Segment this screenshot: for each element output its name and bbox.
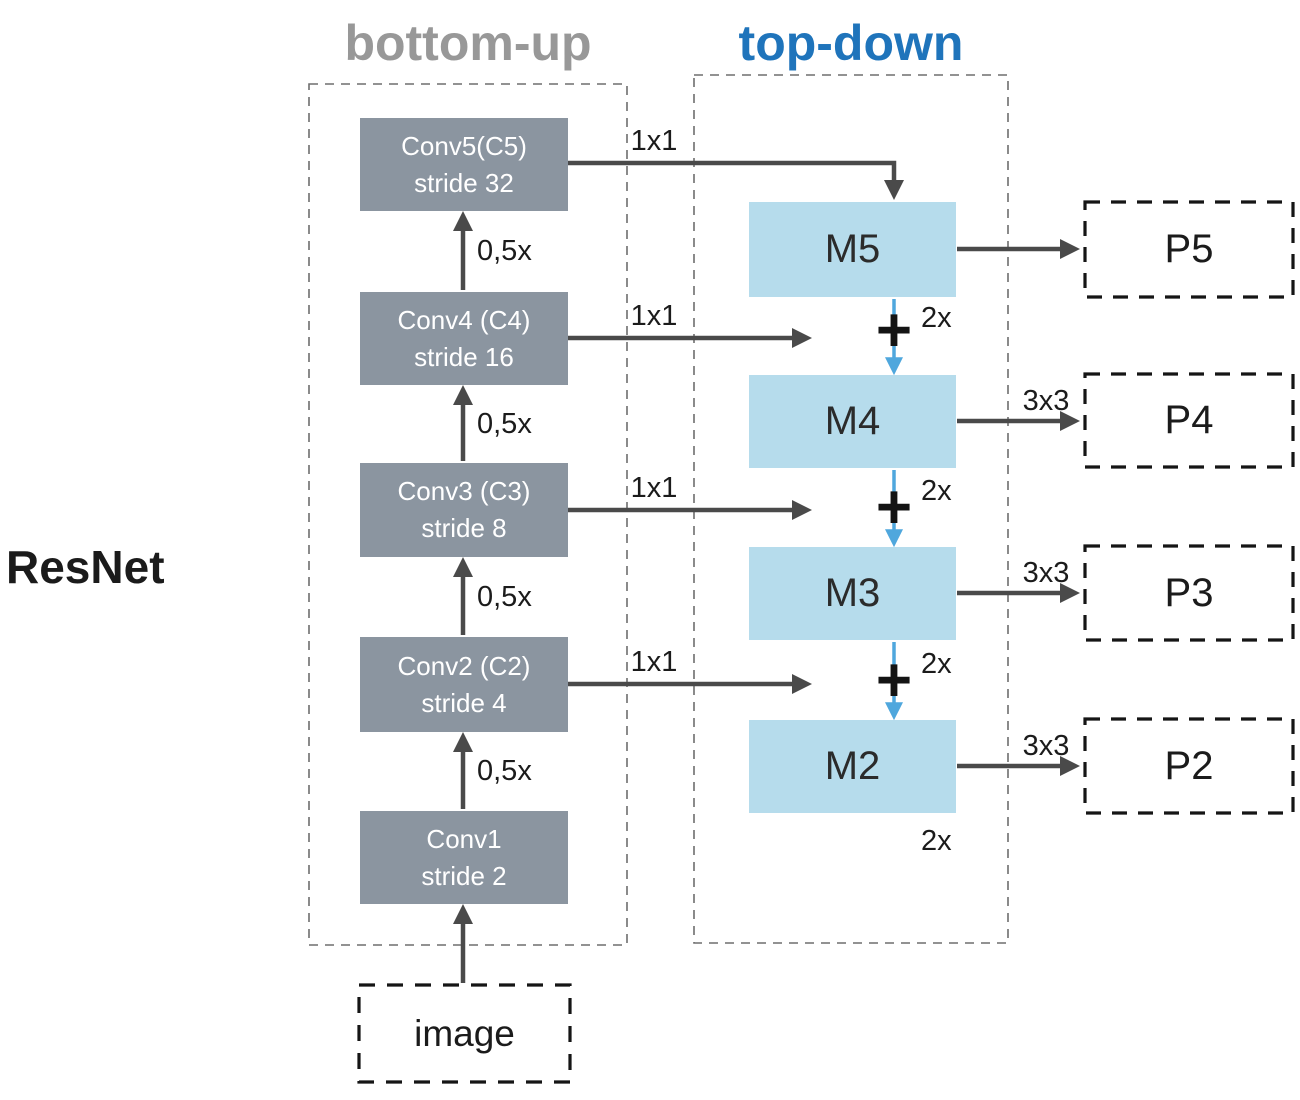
conv1-name: Conv1 bbox=[426, 823, 502, 854]
conv4-name: Conv4 (C4) bbox=[397, 304, 531, 335]
conv5-name: Conv5(C5) bbox=[401, 130, 527, 161]
conv3-name: Conv3 (C3) bbox=[397, 476, 531, 506]
lateral-label-c4: 1x1 bbox=[630, 300, 678, 332]
arrow-conv5-lateral-to-m5 bbox=[568, 160, 904, 200]
m2-label: M2 bbox=[824, 744, 881, 788]
m2-node: M2 bbox=[749, 720, 956, 813]
p3-node: P3 bbox=[1085, 546, 1293, 640]
conv3-block: Conv3 (C3) stride 8 bbox=[360, 463, 568, 557]
p4-node: P4 bbox=[1085, 374, 1293, 467]
m3-label: M3 bbox=[824, 571, 881, 615]
conv2-block: Conv2 (C2) stride 4 bbox=[360, 637, 568, 732]
conv2-name: Conv2 (C2) bbox=[397, 650, 531, 681]
conv4-stride: stride 16 bbox=[414, 341, 514, 372]
p3-label: P3 bbox=[1164, 570, 1214, 615]
p5-box-border bbox=[1083, 200, 1295, 299]
plus-merge-icon-2: + bbox=[875, 472, 913, 542]
downscale-label-2: 0,5x bbox=[477, 408, 532, 440]
top-down-title: top-down bbox=[738, 15, 964, 71]
p2-label: P2 bbox=[1164, 743, 1214, 788]
m5-label: M5 bbox=[824, 227, 881, 271]
lateral-label-c5: 1x1 bbox=[630, 125, 678, 157]
lateral-label-c3: 1x1 bbox=[630, 472, 678, 504]
conv5-block: Conv5(C5) stride 32 bbox=[360, 118, 568, 211]
p5-label: P5 bbox=[1164, 227, 1214, 271]
downscale-label-1: 0,5x bbox=[477, 235, 532, 267]
m4-label: M4 bbox=[824, 399, 881, 443]
upsample-label-3: 2x bbox=[921, 648, 952, 680]
conv2-stride: stride 4 bbox=[421, 687, 507, 718]
bottom-up-container bbox=[308, 83, 628, 946]
backbone-title: ResNet bbox=[6, 541, 165, 593]
downscale-label-4: 0,5x bbox=[477, 755, 532, 787]
p4-label: P4 bbox=[1164, 398, 1214, 442]
upsample-label-1: 2x bbox=[921, 302, 952, 334]
image-input-label: image bbox=[414, 1012, 515, 1054]
p4-box-border bbox=[1083, 372, 1295, 469]
conv3-stride: stride 8 bbox=[421, 513, 507, 543]
output-conv-label-p4: 3x3 bbox=[1022, 385, 1070, 417]
conv4-block: Conv4 (C4) stride 16 bbox=[360, 292, 568, 385]
conv1-stride: stride 2 bbox=[421, 860, 507, 891]
p2-node: P2 bbox=[1085, 719, 1293, 813]
p2-box-border bbox=[1083, 717, 1295, 815]
m4-node: M4 bbox=[749, 375, 956, 468]
bottom-up-title: bottom-up bbox=[344, 15, 592, 71]
plus-merge-icon-3: + bbox=[875, 645, 913, 715]
m5-node: M5 bbox=[749, 202, 956, 297]
image-box-border bbox=[357, 983, 572, 1084]
upsample-label-4: 2x bbox=[921, 825, 952, 857]
downscale-label-3: 0,5x bbox=[477, 581, 532, 613]
upsample-label-2: 2x bbox=[921, 475, 952, 507]
plus-merge-icon-1: + bbox=[875, 295, 913, 365]
p5-node: P5 bbox=[1085, 202, 1293, 297]
lateral-label-c2: 1x1 bbox=[630, 646, 678, 678]
p3-box-border bbox=[1083, 544, 1295, 642]
output-conv-label-p2: 3x3 bbox=[1022, 730, 1070, 762]
conv5-stride: stride 32 bbox=[414, 167, 514, 198]
m3-node: M3 bbox=[749, 547, 956, 640]
output-conv-label-p3: 3x3 bbox=[1022, 557, 1070, 589]
conv1-block: Conv1 stride 2 bbox=[360, 811, 568, 904]
